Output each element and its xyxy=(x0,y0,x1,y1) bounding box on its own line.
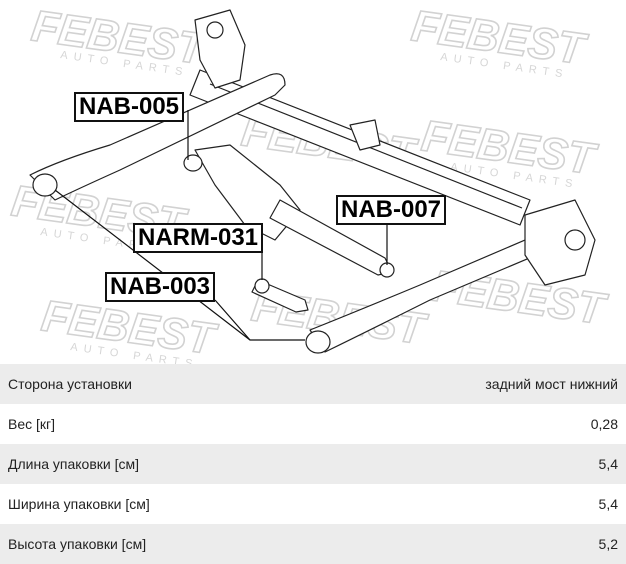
spec-row: Длина упаковки [см] 5,4 xyxy=(0,444,626,484)
spec-row: Вес [кг] 0,28 xyxy=(0,404,626,444)
bushing-narm-031 xyxy=(254,278,270,294)
suspension-diagram: FEBEST FEBEST FEBEST FEBEST FEBEST FEBES… xyxy=(7,0,612,364)
bushing-nab-003-lower xyxy=(305,330,331,354)
right-hub xyxy=(564,229,586,251)
leader-lines xyxy=(54,110,388,341)
suspension-drawing: FEBEST FEBEST FEBEST FEBEST FEBEST FEBES… xyxy=(8,1,611,364)
spec-label: Высота упаковки [см] xyxy=(0,524,323,564)
bushing-nab-003-upper xyxy=(32,173,58,197)
suspension-parts xyxy=(29,9,596,354)
left-hub xyxy=(206,21,224,39)
spec-label: Вес [кг] xyxy=(8,416,56,432)
left-arm xyxy=(29,73,286,201)
spec-row: Высота упаковки [см] 5,2 xyxy=(0,524,626,564)
spec-row: Ширина упаковки [см] 5,4 xyxy=(0,484,626,524)
label-nab-007: NAB-007 xyxy=(336,195,447,225)
label-nab-003: NAB-003 xyxy=(105,272,216,302)
right-knuckle xyxy=(524,199,596,286)
bushing-nab-005 xyxy=(183,154,203,172)
bushing-nab-007 xyxy=(379,262,395,278)
middle-strut xyxy=(349,119,381,151)
spec-row: Сторона установки задний мост нижний xyxy=(0,364,626,404)
spec-value: 5,4 xyxy=(598,496,618,512)
spec-label: Длина упаковки [см] xyxy=(0,444,323,484)
leader-nab-003-label xyxy=(214,299,251,341)
spec-value: 5,2 xyxy=(322,524,626,564)
label-narm-031: NARM-031 xyxy=(133,223,264,253)
spec-label: Ширина упаковки [см] xyxy=(8,496,150,512)
spec-value: 0,28 xyxy=(590,416,618,432)
specs-table: Сторона установки задний мост нижний Вес… xyxy=(0,364,626,564)
spec-label: Сторона установки xyxy=(0,364,323,404)
spec-value: задний мост нижний xyxy=(322,364,626,404)
label-nab-005: NAB-005 xyxy=(74,92,185,122)
spec-value: 5,4 xyxy=(322,444,626,484)
